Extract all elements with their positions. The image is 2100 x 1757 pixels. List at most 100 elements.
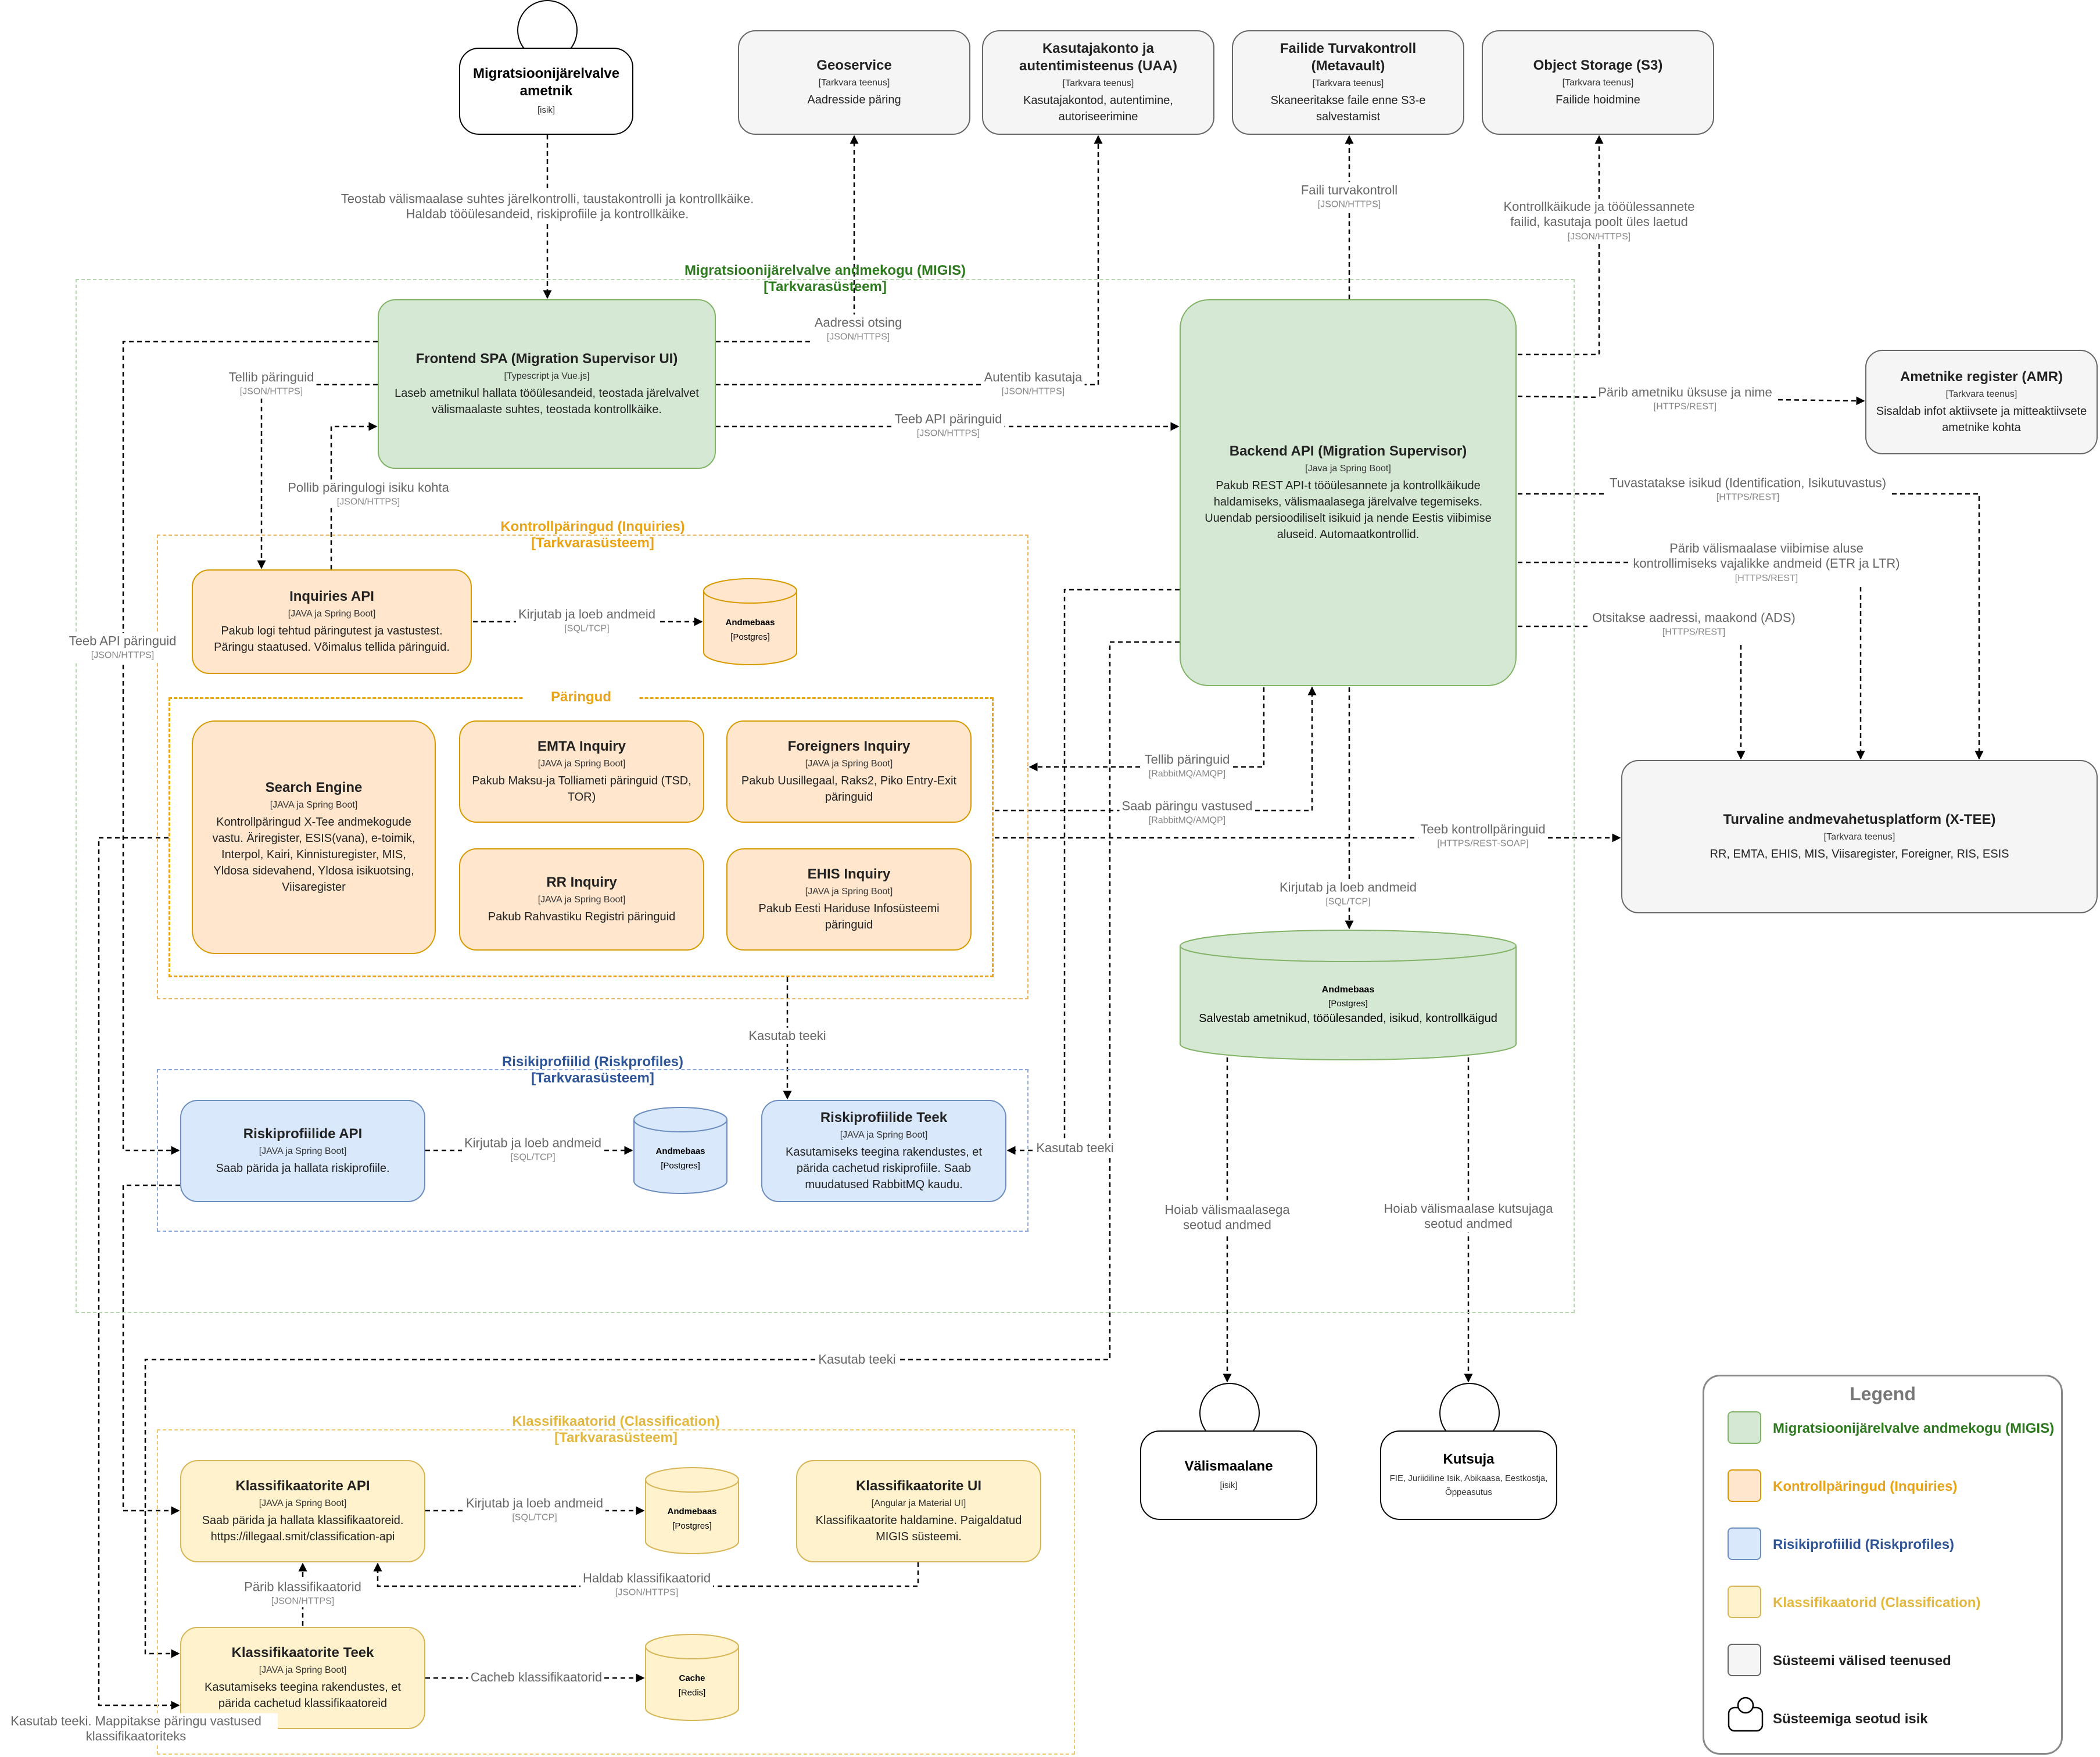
service-uaa[interactable]: Kasutajakonto ja autentimisteenus (UAA) … (982, 30, 1214, 135)
edge-label-back-xtee-ads: Otsitakse aadressi, maakond (ADS)[HTTPS/… (1590, 609, 1798, 639)
database-cache[interactable]: Cache [Redis] (645, 1634, 739, 1721)
container-class-api[interactable]: Klassifikaatorite API [JAVA ja Spring Bo… (180, 1460, 425, 1562)
edge-label-tech: [JSON/HTTPS] (1317, 199, 1381, 210)
edge-label-back-db: Kirjutab ja loeb andmeid[SQL/TCP] (1277, 879, 1420, 908)
edge-label-main: Kirjutab ja loeb andmeid (1279, 880, 1417, 895)
legend-person-icon (1728, 1697, 1764, 1732)
legend-label-person: Süsteemiga seotud isik (1773, 1711, 1928, 1727)
database-class[interactable]: Andmebaas [Postgres] (645, 1467, 739, 1554)
node-desc: Pakub Uusillegaal, Raks2, Piko Entry-Exi… (741, 774, 957, 804)
database-inquiries[interactable]: Andmebaas [Postgres] (703, 578, 797, 665)
container-inquiries-api[interactable]: Inquiries API [JAVA ja Spring Boot] Paku… (192, 569, 472, 674)
node-tech: [Postgres] (672, 1521, 712, 1531)
container-frontend[interactable]: Frontend SPA (Migration Supervisor UI) [… (378, 299, 716, 469)
edge-label-main: Cacheb klassifikaatorid (470, 1669, 603, 1684)
node-tech: [JAVA ja Spring Boot] (805, 887, 893, 897)
edge-front-risk (122, 340, 378, 1155)
node-tech: [JAVA ja Spring Boot] (259, 1665, 347, 1675)
node-title: Cache (679, 1673, 705, 1683)
node-tech: [JAVA ja Spring Boot] (259, 1146, 347, 1156)
container-class-ui[interactable]: Klassifikaatorite UI [Angular ja Materia… (796, 1460, 1041, 1562)
boundary-title: Migratsioonijärelvalve andmekogu (MIGIS) (684, 263, 966, 278)
node-desc: Pakub REST API-t tööülesannete ja kontro… (1205, 479, 1492, 541)
edge-label-tech: [JSON/HTTPS] (916, 428, 980, 439)
edge-label-paringud-risklib: Kasutab teeki (746, 1027, 829, 1045)
service-metavault[interactable]: Failide Turvakontroll (Metavault) [Tarkv… (1232, 30, 1464, 135)
person-officer[interactable]: Migratsioonijärelvalve ametnik [isik] (459, 0, 633, 135)
edge-label-main: Tuvastatakse isikud (Identification, Isi… (1609, 475, 1887, 490)
service-s3[interactable]: Object Storage (S3) [Tarkvara teenus] Fa… (1482, 30, 1714, 135)
person-tech: FIE, Juriidiline Isik, Abikaasa, Eestkos… (1389, 1473, 1548, 1497)
edge-label-main: Pärib klassifikaatorid (244, 1579, 361, 1594)
person-foreigner[interactable]: Välismaalane [isik] (1140, 1383, 1317, 1520)
boundary-title: Kontrollpäringud (Inquiries) (500, 519, 685, 535)
boundary-paringud-title: Päringud (523, 689, 639, 705)
edge-label-tech: [HTTPS/REST] (1716, 492, 1780, 503)
legend-swatch-inquiries (1728, 1469, 1761, 1502)
edge-label-inquiries-front: Pollib päringulogi isiku kohta[JSON/HTTP… (285, 479, 451, 508)
edge-label-tech: [JSON/HTTPS] (615, 1587, 679, 1598)
database-backend[interactable]: Andmebaas [Postgres] Salvestab ametnikud… (1180, 930, 1517, 1060)
service-xtee[interactable]: Turvaline andmevahetusplatform (X-TEE) [… (1621, 760, 2098, 913)
node-tech: [Tarkvara teenus] (1562, 78, 1634, 88)
container-ehis-inquiry[interactable]: EHIS Inquiry [JAVA ja Spring Boot] Pakub… (726, 848, 972, 951)
container-backend[interactable]: Backend API (Migration Supervisor) [Java… (1180, 299, 1517, 686)
container-risk-api[interactable]: Riskiprofiilide API [JAVA ja Spring Boot… (180, 1100, 425, 1202)
node-title: Riskiprofiilide API (243, 1126, 363, 1142)
edge-label-tech: [JSON/HTTPS] (91, 650, 155, 661)
service-geoservice[interactable]: Geoservice [Tarkvara teenus] Aadresside … (738, 30, 970, 135)
node-tech: [JAVA ja Spring Boot] (259, 1498, 347, 1508)
edge-label-main: Kirjutab ja loeb andmeid (464, 1135, 602, 1150)
boundary-subtitle: [Tarkvarasüsteem] (531, 535, 654, 551)
edge-label-main: Pärib ametniku üksuse ja nime (1598, 385, 1772, 400)
container-rr-inquiry[interactable]: RR Inquiry [JAVA ja Spring Boot] Pakub R… (459, 848, 704, 951)
edge-label-lib-api: Pärib klassifikaatorid[JSON/HTTPS] (242, 1579, 364, 1608)
edge-label-back-xtee-etr: Pärib välismaalase viibimise aluse kontr… (1630, 540, 1902, 585)
edge-label-search-classlib: Kasutab teeki. Mappitakse päringu vastus… (0, 1713, 278, 1745)
person-body: Kutsuja FIE, Juriidiline Isik, Abikaasa,… (1380, 1430, 1557, 1520)
legend-label-migis: Migratsioonijärelvalve andmekogu (MIGIS) (1773, 1421, 2055, 1436)
edge-label-back-amr: Pärib ametniku üksuse ja nime[HTTPS/REST… (1596, 384, 1775, 413)
person-body: Migratsioonijärelvalve ametnik [isik] (459, 48, 633, 135)
node-title: Failide Turvakontroll (Metavault) (1280, 41, 1417, 74)
edge-label-paringud-xtee: Teeb kontrollpäringuid[HTTPS/REST-SOAP] (1418, 821, 1548, 850)
legend: Legend Migratsioonijärelvalve andmekogu … (1703, 1375, 2063, 1755)
edge-front-uaa (716, 135, 1103, 386)
node-desc: Saab pärida ja hallata klassifikaatoreid… (202, 1514, 404, 1543)
node-title: Andmebaas (1321, 985, 1375, 995)
node-tech: [JAVA ja Spring Boot] (840, 1130, 928, 1140)
boundary-inquiries (157, 535, 1029, 999)
legend-swatch-migis (1728, 1411, 1761, 1444)
database-risk[interactable]: Andmebaas [Postgres] (633, 1107, 728, 1194)
person-inviter[interactable]: Kutsuja FIE, Juriidiline Isik, Abikaasa,… (1380, 1383, 1557, 1520)
edge-label-tech: [HTTPS/REST] (1662, 627, 1726, 637)
edge-label-back-paringud: Tellib päringuid [RabbitMQ/AMQP] (1142, 751, 1232, 780)
node-title: Search Engine (265, 780, 363, 795)
edge-label-main: Autentib kasutaja (984, 370, 1083, 385)
container-search-engine[interactable]: Search Engine [JAVA ja Spring Boot] Kont… (192, 720, 436, 954)
edge-label-tech: [RabbitMQ/AMQP] (1148, 769, 1226, 779)
edge-label-tech: [JSON/HTTPS] (826, 332, 890, 342)
node-title: Frontend SPA (Migration Supervisor UI) (415, 351, 678, 367)
cylinder-shape (703, 578, 797, 665)
node-title: Andmebaas (725, 618, 775, 628)
edge-label-main: Teeb kontrollpäringuid (1420, 822, 1546, 837)
edge-label-back-s3: Kontrollkäikude ja tööülessannete failid… (1492, 199, 1706, 243)
container-foreigners-inquiry[interactable]: Foreigners Inquiry [JAVA ja Spring Boot]… (726, 720, 972, 823)
boundary-inquiries-title: Kontrollpäringud (Inquiries) [Tarkvarasü… (418, 519, 767, 551)
node-desc: Laseb ametnikul hallata tööülesandeid, t… (395, 387, 699, 416)
edge-label-main: Tellib päringuid (1144, 752, 1230, 767)
edge-label-front-uaa: Autentib kasutaja[JSON/HTTPS] (981, 369, 1085, 398)
edge-label-main: Tellib päringuid (228, 370, 314, 385)
container-class-lib[interactable]: Klassifikaatorite Teek [JAVA ja Spring B… (180, 1627, 425, 1729)
edge-inquiries-front (330, 422, 378, 569)
cylinder-shape (645, 1467, 739, 1554)
node-desc: Aadresside päring (807, 94, 901, 106)
node-desc: Kasutamiseks teegina rakendustes, et pär… (205, 1681, 401, 1710)
legend-label-inquiries: Kontrollpäringud (Inquiries) (1773, 1479, 1958, 1494)
boundary-subtitle: [Tarkvarasüsteem] (531, 1070, 654, 1086)
container-emta-inquiry[interactable]: EMTA Inquiry [JAVA ja Spring Boot] Pakub… (459, 720, 704, 823)
node-tech: [Tarkvara teenus] (818, 78, 890, 88)
container-risk-lib[interactable]: Riskiprofiilide Teek [JAVA ja Spring Boo… (761, 1100, 1006, 1202)
service-amr[interactable]: Ametnike register (AMR) [Tarkvara teenus… (1865, 350, 2098, 454)
